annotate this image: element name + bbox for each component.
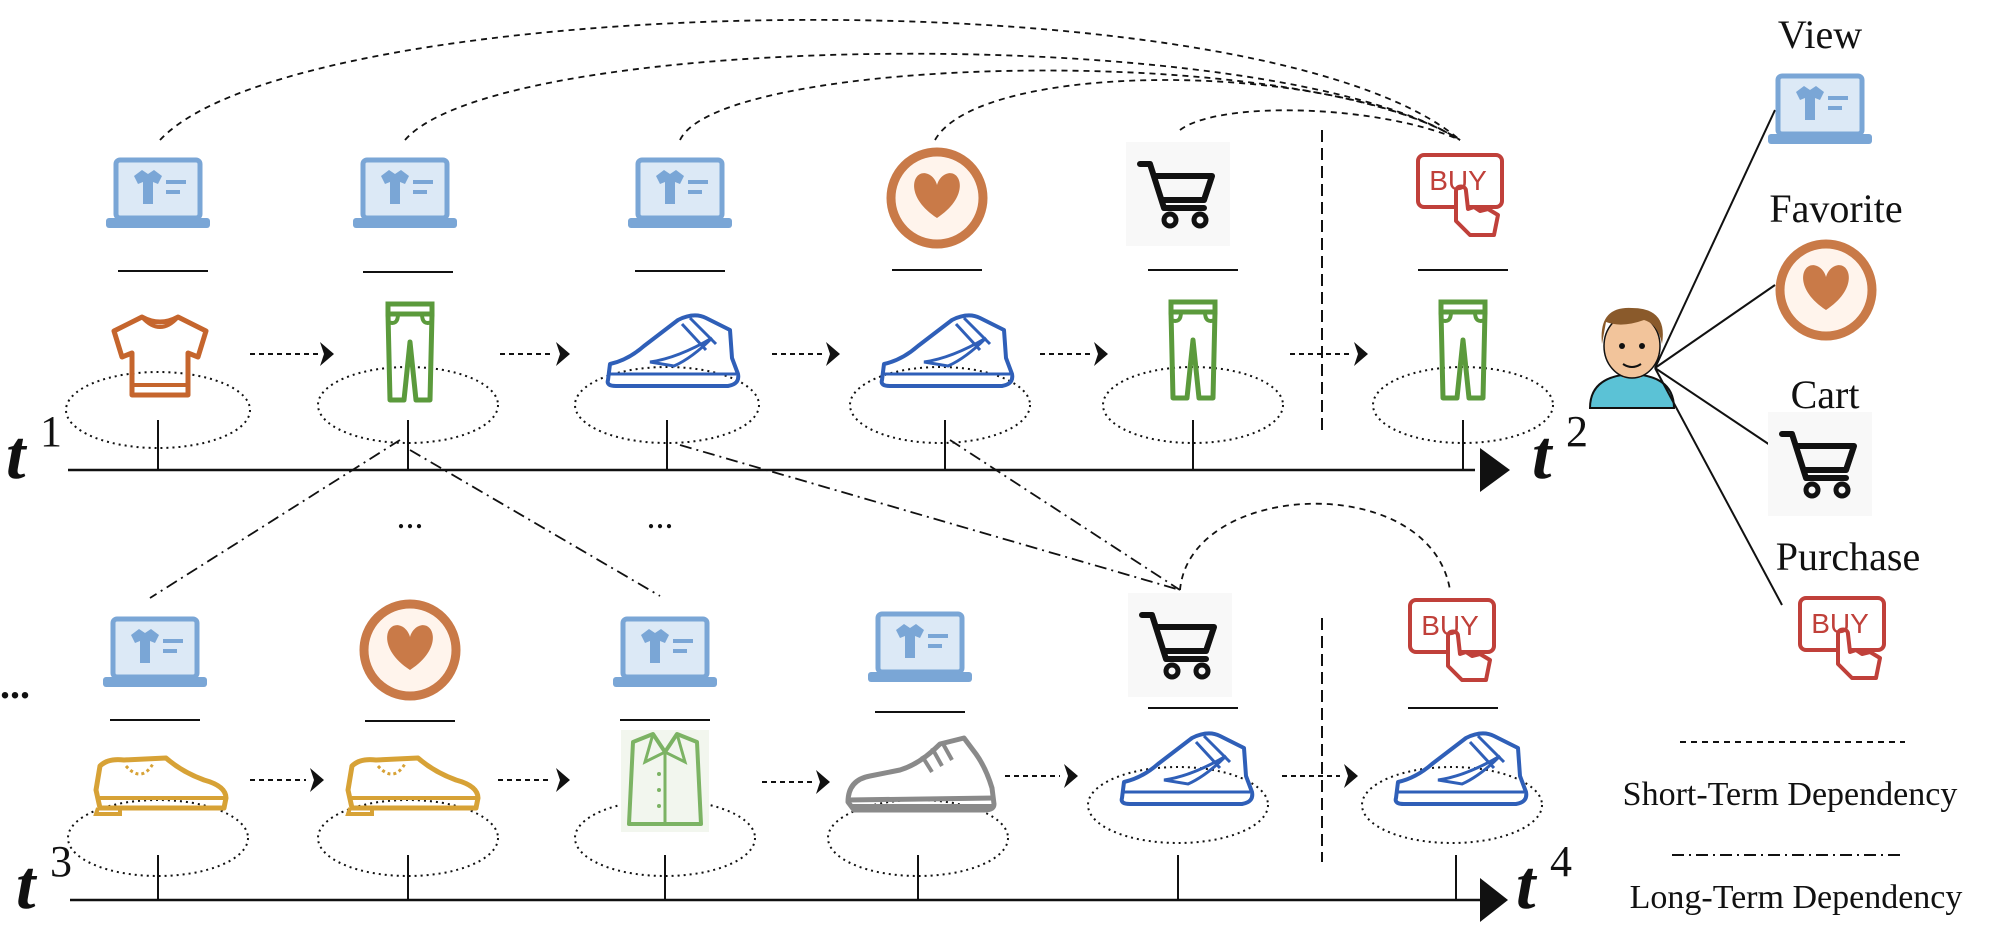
coat-item-icon (619, 728, 711, 834)
laptop-view-icon (103, 619, 207, 687)
heart-favorite-icon (364, 604, 456, 696)
step-top-1 (65, 160, 251, 470)
short-term-arcs-top (159, 19, 1461, 141)
pants-item-icon (1171, 302, 1215, 398)
laptop-view-icon (613, 619, 717, 687)
shopping-cart-icon (1126, 142, 1230, 246)
laptop-view-icon (353, 160, 457, 228)
legend-view-label: View (1778, 12, 1862, 57)
sneaker-item-icon (879, 313, 1015, 388)
heart-favorite-icon (891, 152, 983, 244)
left-ellipsis: ... (0, 662, 30, 707)
bottom-sequence: BUY (67, 593, 1543, 922)
tshirt-item-icon (114, 317, 206, 395)
long-term-lines (149, 439, 1181, 599)
legend-cart-label: Cart (1791, 372, 1860, 417)
laptop-view-icon (628, 160, 732, 228)
time-label-t4: t 4 (1516, 837, 1572, 924)
row-ellipsis: ... (397, 496, 424, 536)
step-bottom-3 (574, 619, 756, 900)
top-sequence: BUY (65, 130, 1554, 492)
running-shoe-item-icon (848, 738, 994, 810)
shopping-cart-icon (1768, 412, 1872, 516)
svg-text:3: 3 (50, 837, 72, 886)
svg-text:t: t (1516, 847, 1538, 924)
laptop-view-icon (1768, 76, 1872, 144)
buy-label: BUY (1811, 608, 1869, 639)
svg-text:t: t (6, 417, 28, 494)
svg-text:t: t (1532, 417, 1554, 494)
shopping-cart-icon (1128, 593, 1232, 697)
oxford-shoe-item-icon (348, 758, 478, 814)
laptop-view-icon (106, 160, 210, 228)
buy-label: BUY (1421, 610, 1479, 641)
row-ellipsis: ... (647, 496, 674, 536)
laptop-view-icon (868, 614, 972, 682)
step-bottom-2 (317, 604, 499, 900)
bottom-sequence-arrows (250, 764, 1358, 794)
long-term-label: Long-Term Dependency (1630, 879, 1963, 916)
time-label-t2: t 2 (1532, 407, 1588, 494)
svg-text:4: 4 (1550, 837, 1572, 886)
step-bottom-4 (827, 614, 1009, 900)
legend-purchase-label: Purchase (1776, 534, 1920, 579)
sneaker-item-icon (1119, 731, 1255, 806)
pants-item-icon (388, 304, 432, 400)
oxford-shoe-item-icon (96, 758, 226, 814)
short-term-arc-bottom (1179, 502, 1451, 591)
buy-label: BUY (1429, 165, 1487, 196)
dependency-legend: Short-Term Dependency Long-Term Dependen… (1623, 741, 1963, 916)
pants-item-icon (1441, 302, 1485, 398)
step-top-4 (849, 152, 1031, 470)
svg-text:1: 1 (40, 407, 62, 456)
user-avatar-icon (1588, 307, 1676, 409)
top-sequence-arrows (250, 342, 1368, 366)
legend-favorite-label: Favorite (1769, 186, 1902, 231)
step-top-6: BUY (1372, 153, 1554, 470)
sneaker-item-icon (605, 313, 741, 388)
behavior-legend: View Favorite Cart Purchase BUY (1588, 12, 1920, 680)
step-top-3 (574, 160, 760, 470)
step-bottom-5 (1087, 593, 1269, 900)
svg-text:2: 2 (1566, 407, 1588, 456)
step-bottom-6: BUY (1361, 598, 1543, 900)
heart-favorite-icon (1780, 244, 1872, 336)
svg-text:t: t (16, 847, 38, 924)
step-top-5 (1102, 142, 1284, 470)
step-bottom-1 (67, 619, 249, 900)
step-top-2 (317, 160, 499, 470)
time-label-t1: t 1 (6, 407, 62, 494)
short-term-label: Short-Term Dependency (1623, 776, 1958, 813)
time-label-t3: t 3 (16, 837, 72, 924)
sneaker-item-icon (1393, 731, 1529, 806)
